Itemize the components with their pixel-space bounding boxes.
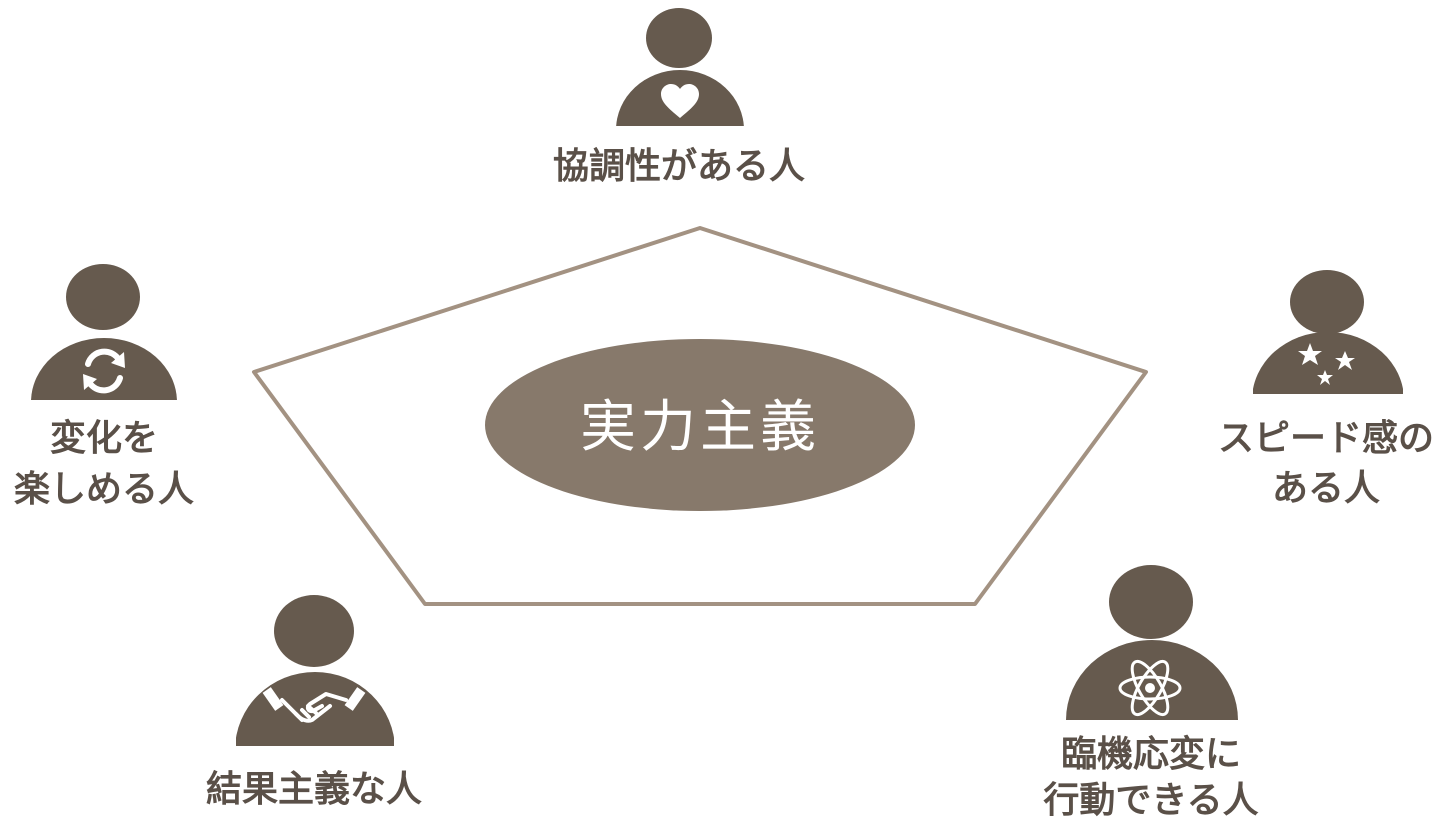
trait-label: 行動できる人 <box>1043 780 1258 818</box>
trait-label: 協調性がある人 <box>553 146 805 187</box>
person-head <box>1109 565 1193 639</box>
handshake-icon <box>262 687 366 723</box>
trait-label: 臨機応変に <box>1061 733 1241 775</box>
person-body <box>31 338 177 400</box>
stars-icon <box>1298 343 1355 385</box>
person-head <box>1290 270 1364 334</box>
person-head <box>646 8 712 68</box>
trait-cooperative: 協調性がある人 <box>553 8 805 187</box>
center-label: 実力主義 <box>580 395 820 460</box>
center-ellipse <box>485 339 915 511</box>
person-head <box>274 595 354 667</box>
trait-flexible: 臨機応変に 行動できる人 <box>1043 565 1259 818</box>
trait-enjoy-change: 変化を 楽しめる人 <box>14 264 194 510</box>
person-body <box>1066 640 1238 720</box>
person-body <box>1253 332 1403 394</box>
person-icon <box>1066 565 1238 720</box>
person-icon <box>31 264 177 400</box>
pentagon-frame <box>252 226 1148 606</box>
heart-icon <box>661 84 699 118</box>
trait-label: 結果主義な人 <box>206 769 422 810</box>
trait-label: 楽しめる人 <box>14 469 194 510</box>
refresh-icon <box>83 348 125 394</box>
atom-icon <box>1118 659 1182 717</box>
person-icon <box>1253 270 1403 394</box>
person-head <box>66 264 140 330</box>
trait-label: ある人 <box>1272 468 1380 509</box>
trait-speed: スピード感の ある人 <box>1218 270 1434 509</box>
center-node: 実力主義 <box>485 339 915 511</box>
trait-result-oriented: 結果主義な人 <box>206 595 422 810</box>
trait-label: 変化を <box>50 417 158 459</box>
trait-label: スピード感の <box>1218 418 1434 459</box>
